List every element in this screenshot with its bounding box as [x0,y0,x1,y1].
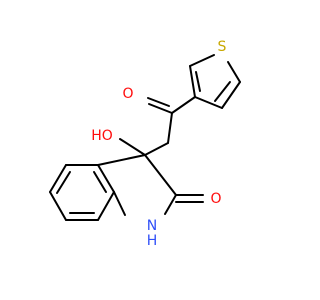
ketone-oxygen-label: O [122,86,133,102]
thiophene-sulfur-label: S [218,39,227,55]
lactam-ring [97,154,177,216]
ketone-carbonyl [147,97,173,114]
thiophene-ring [189,54,241,109]
ketone-thiophene-bond [171,96,196,114]
side-chain [144,112,173,156]
hydroxyl-label: HO [91,128,113,144]
lactam-carbonyl [175,194,204,203]
structure-canvas: O HO O N H S [49,39,241,249]
benzene-ring [49,164,115,221]
nitrogen-hydrogen-label: H [147,233,158,249]
molecule-diagram: O HO O N H S [49,39,241,249]
hydroxyl-bond [119,138,146,156]
ring-nitrogen-label: N [147,218,157,234]
lactam-oxygen-label: O [210,191,221,207]
